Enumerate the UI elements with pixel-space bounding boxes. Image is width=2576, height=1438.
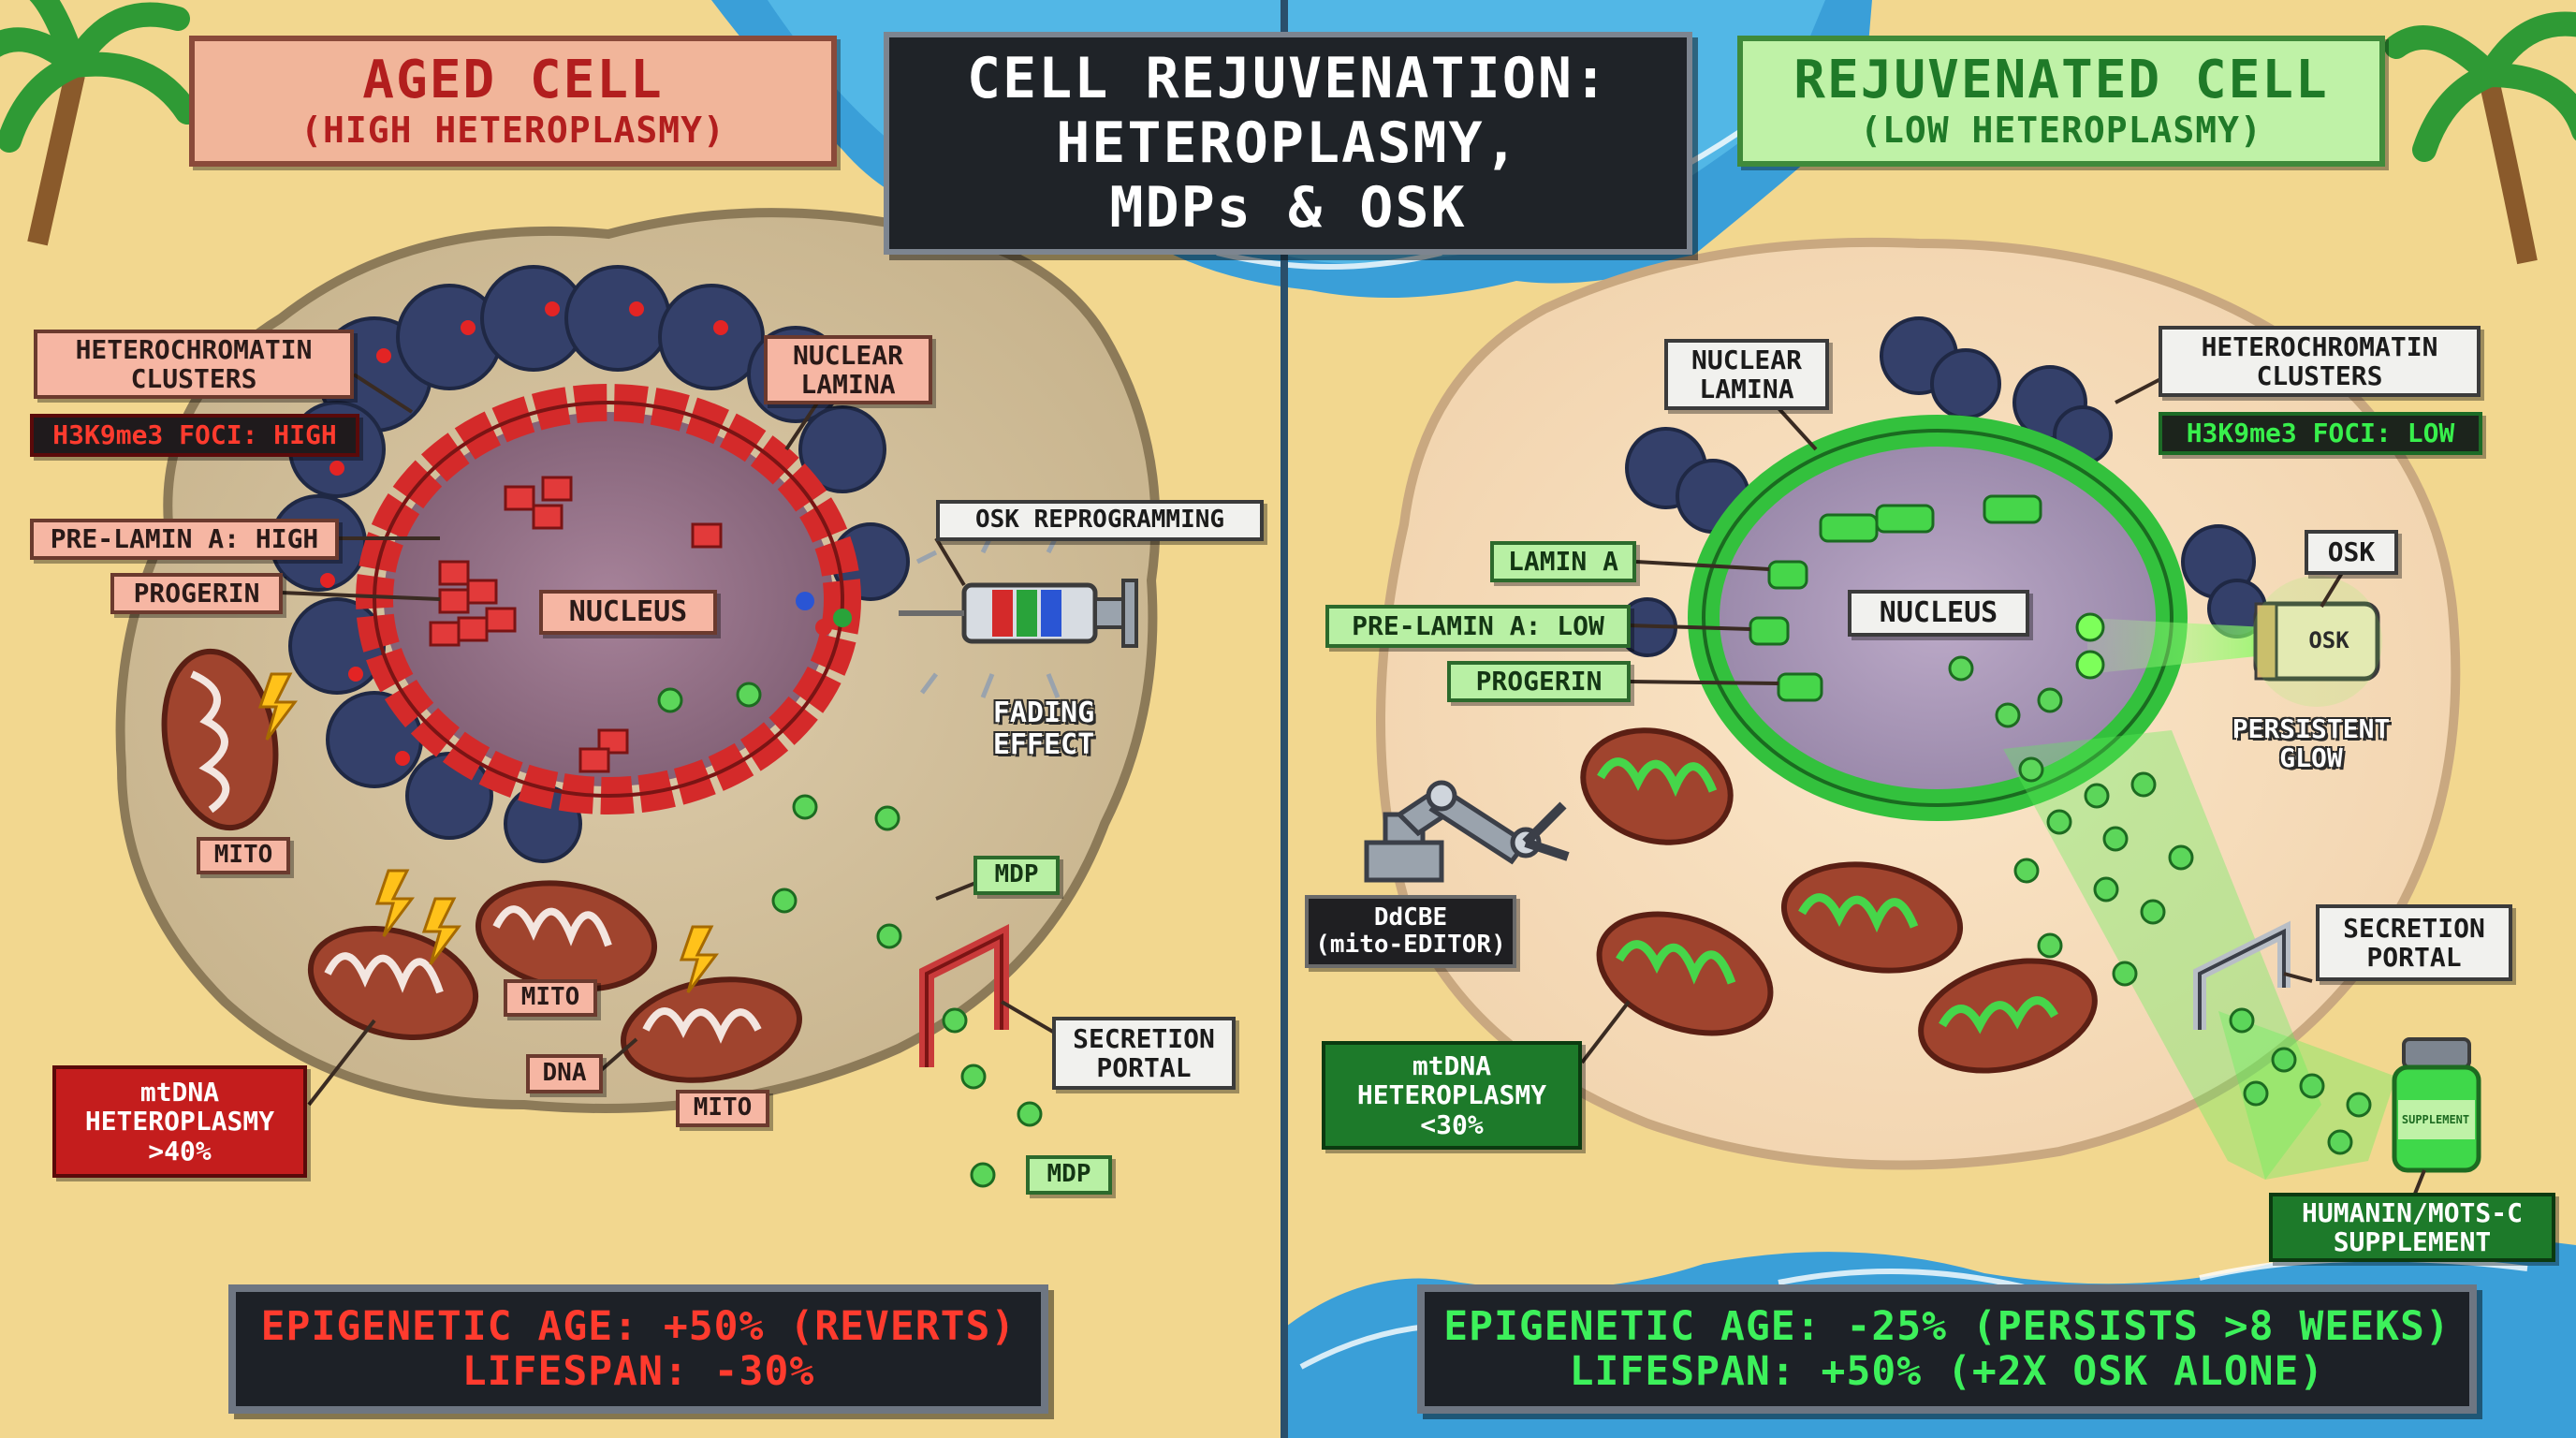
aged-stats-panel: EPIGENETIC AGE: +50% (REVERTS) LIFESPAN:… bbox=[228, 1284, 1048, 1414]
aged-h3k9me3-label: H3K9me3 FOCI: HIGH bbox=[30, 414, 359, 457]
rejuvenated-osk-label: OSK bbox=[2305, 530, 2398, 575]
page-title: CELL REJUVENATION: HETEROPLASMY, MDPs & … bbox=[884, 32, 1692, 255]
osk-syringe-icon bbox=[796, 532, 1138, 698]
aged-lamina-outline bbox=[373, 401, 844, 798]
palm-tree-left bbox=[0, 0, 199, 246]
aged-fading-effect-label: FADING EFFECT bbox=[992, 697, 1095, 761]
rejuvenated-ddcbe-label: DdCBE (mito-EDITOR) bbox=[1305, 895, 1516, 968]
aged-h3k9me3-foci bbox=[320, 301, 728, 766]
aged-heterochromatin-label: HETEROCHROMATIN CLUSTERS bbox=[34, 330, 354, 399]
aged-secretion-portal bbox=[919, 924, 1009, 1067]
aged-leader-lines bbox=[280, 373, 1060, 1107]
lightning-icon bbox=[257, 672, 719, 993]
aged-lifespan: LIFESPAN: -30% bbox=[461, 1348, 815, 1395]
rejuvenated-mtdna-label: mtDNA HETEROPLASMY <30% bbox=[1322, 1041, 1582, 1150]
aged-cell-title: AGED CELL bbox=[362, 50, 664, 111]
rejuvenated-secretion-portal-label: SECRETION PORTAL bbox=[2316, 904, 2512, 981]
aged-cell-header: AGED CELL (HIGH HETEROPLASMY) bbox=[189, 36, 837, 167]
rejuvenated-cell-subtitle: (LOW HETEROPLASMY) bbox=[1860, 110, 2262, 152]
rejuvenated-pre-lamin-label: PRE-LAMIN A: LOW bbox=[1325, 605, 1631, 648]
title-line-3: MDPs & OSK bbox=[1109, 174, 1467, 241]
aged-mito-label-3: MITO bbox=[676, 1090, 769, 1127]
aged-pre-lamin-label: PRE-LAMIN A: HIGH bbox=[30, 519, 339, 560]
rejuvenated-epigenetic-age: EPIGENETIC AGE: -25% (PERSISTS >8 WEEKS) bbox=[1443, 1302, 2451, 1350]
aged-cell-subtitle: (HIGH HETEROPLASMY) bbox=[300, 110, 725, 152]
aged-mito-label-2: MITO bbox=[504, 979, 597, 1017]
rejuvenated-persistent-glow-label: PERSISTENT GLOW bbox=[2232, 712, 2391, 773]
rejuvenated-h3k9me3-label: H3K9me3 FOCI: LOW bbox=[2159, 412, 2482, 455]
rejuvenated-mitochondrion-2 bbox=[1596, 911, 1774, 1036]
aged-mitochondrion-1 bbox=[161, 648, 279, 831]
aged-epigenetic-age: EPIGENETIC AGE: +50% (REVERTS) bbox=[260, 1302, 1017, 1350]
aged-osk-reprogramming-label: OSK REPROGRAMMING bbox=[936, 500, 1264, 541]
rejuvenated-heterochromatin-clusters bbox=[1617, 316, 2267, 657]
rejuvenated-heterochromatin-label: HETEROCHROMATIN CLUSTERS bbox=[2159, 326, 2481, 397]
rejuvenated-cell-title: REJUVENATED CELL bbox=[1793, 50, 2329, 111]
rejuvenated-leader-lines bbox=[1580, 376, 2426, 1195]
rejuvenated-mdp-particles bbox=[1948, 655, 2372, 1155]
title-line-1: CELL REJUVENATION: bbox=[966, 45, 1610, 111]
aged-mitochondrion-4 bbox=[621, 976, 802, 1083]
rejuvenated-lifespan: LIFESPAN: +50% (+2X OSK ALONE) bbox=[1569, 1348, 2325, 1395]
rejuvenated-stats-panel: EPIGENETIC AGE: -25% (PERSISTS >8 WEEKS)… bbox=[1417, 1284, 2477, 1414]
panel-divider bbox=[1281, 0, 1288, 1438]
aged-mdp-label-bottom: MDP bbox=[1026, 1155, 1112, 1195]
osk-vial-icon bbox=[2251, 576, 2382, 707]
supplement-jar-icon bbox=[2392, 1037, 2481, 1173]
rejuvenated-nucleus-label: NUCLEUS bbox=[1848, 590, 2029, 637]
rejuvenated-supplement-label: HUMANIN/MOTS-C SUPPLEMENT bbox=[2269, 1193, 2555, 1262]
rejuvenated-lamin-a-label: LAMIN A bbox=[1490, 541, 1636, 582]
aged-nuclear-lamina-label: NUCLEAR LAMINA bbox=[764, 335, 932, 404]
title-line-2: HETEROPLASMY, bbox=[1056, 110, 1520, 176]
aged-mito-label-1: MITO bbox=[197, 837, 290, 874]
aged-secretion-portal-label: SECRETION PORTAL bbox=[1052, 1017, 1236, 1090]
osk-vial-label: OSK bbox=[2308, 626, 2349, 653]
rejuvenated-nuclear-lamina-label: NUCLEAR LAMINA bbox=[1664, 339, 1829, 410]
aged-mdp-particles bbox=[657, 682, 1043, 1188]
rejuvenated-mitochondrion-1 bbox=[1580, 727, 1734, 845]
rejuvenated-mitochondrion-4 bbox=[1918, 958, 2098, 1074]
rejuvenated-lamin-blocks bbox=[1749, 494, 2042, 702]
aged-progerin-blocks bbox=[429, 476, 723, 773]
rejuvenated-progerin-label: PROGERIN bbox=[1447, 661, 1631, 702]
rejuvenated-lamina-outline bbox=[1702, 429, 2174, 807]
osk-beam bbox=[2075, 612, 2265, 680]
aged-dna-label: DNA bbox=[526, 1054, 603, 1093]
supplement-jar-label: SUPPLEMENT bbox=[2401, 1113, 2470, 1127]
rejuvenated-cell-header: REJUVENATED CELL (LOW HETEROPLASMY) bbox=[1737, 36, 2385, 167]
aged-mdp-label-top: MDP bbox=[973, 856, 1060, 895]
rejuvenated-mitochondrion-3 bbox=[1780, 861, 1964, 974]
aged-nucleus-label: NUCLEUS bbox=[539, 590, 717, 635]
aged-progerin-label: PROGERIN bbox=[110, 573, 283, 614]
rejuvenated-secretion-portal bbox=[2193, 920, 2291, 1030]
palm-tree-right bbox=[2384, 11, 2576, 265]
aged-mtdna-label: mtDNA HETEROPLASMY >40% bbox=[52, 1065, 307, 1178]
robotic-arm-icon bbox=[1364, 780, 1570, 883]
